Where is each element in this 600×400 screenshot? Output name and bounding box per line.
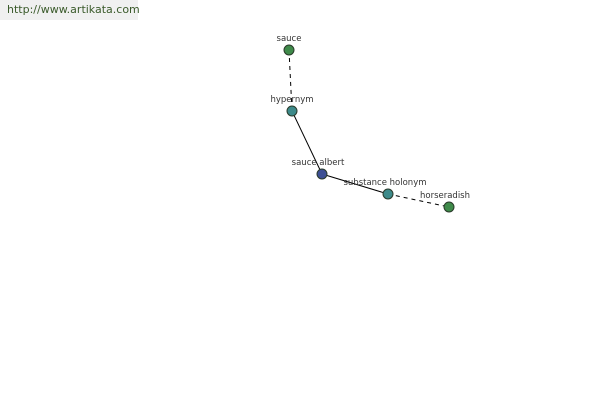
node-label-hypernym: hypernym [270,95,313,105]
node-marker-sauce-albert[interactable] [316,168,328,180]
node-substance-holonym[interactable]: substance holonym [343,178,427,200]
node-marker-horseradish[interactable] [443,201,455,213]
edge-sauce-to-hypernym [288,49,293,112]
watermark-url: http://www.artikata.com [0,0,140,20]
node-label-substance-holonym: substance holonym [343,178,426,188]
node-marker-substance-holonym[interactable] [382,188,394,200]
node-label-horseradish: horseradish [420,191,470,201]
node-horseradish[interactable]: horseradish [420,191,470,213]
node-hypernym[interactable]: hypernym [270,95,314,117]
node-marker-hypernym[interactable] [286,105,298,117]
node-label-sauce: sauce [277,34,302,44]
node-sauce[interactable]: sauce [277,34,302,56]
edge-hypernym-to-sauce-albert [291,110,323,175]
edge-sauce-albert-to-substance-holonym [321,173,389,195]
graph-edges [288,49,450,208]
node-marker-sauce[interactable] [283,44,295,56]
node-label-sauce-albert: sauce albert [292,158,345,168]
edge-substance-holonym-to-horseradish [387,193,450,208]
graph-nodes: sauce hypernym sauce albert substance holon… [270,34,470,213]
node-sauce-albert[interactable]: sauce albert [292,158,345,180]
